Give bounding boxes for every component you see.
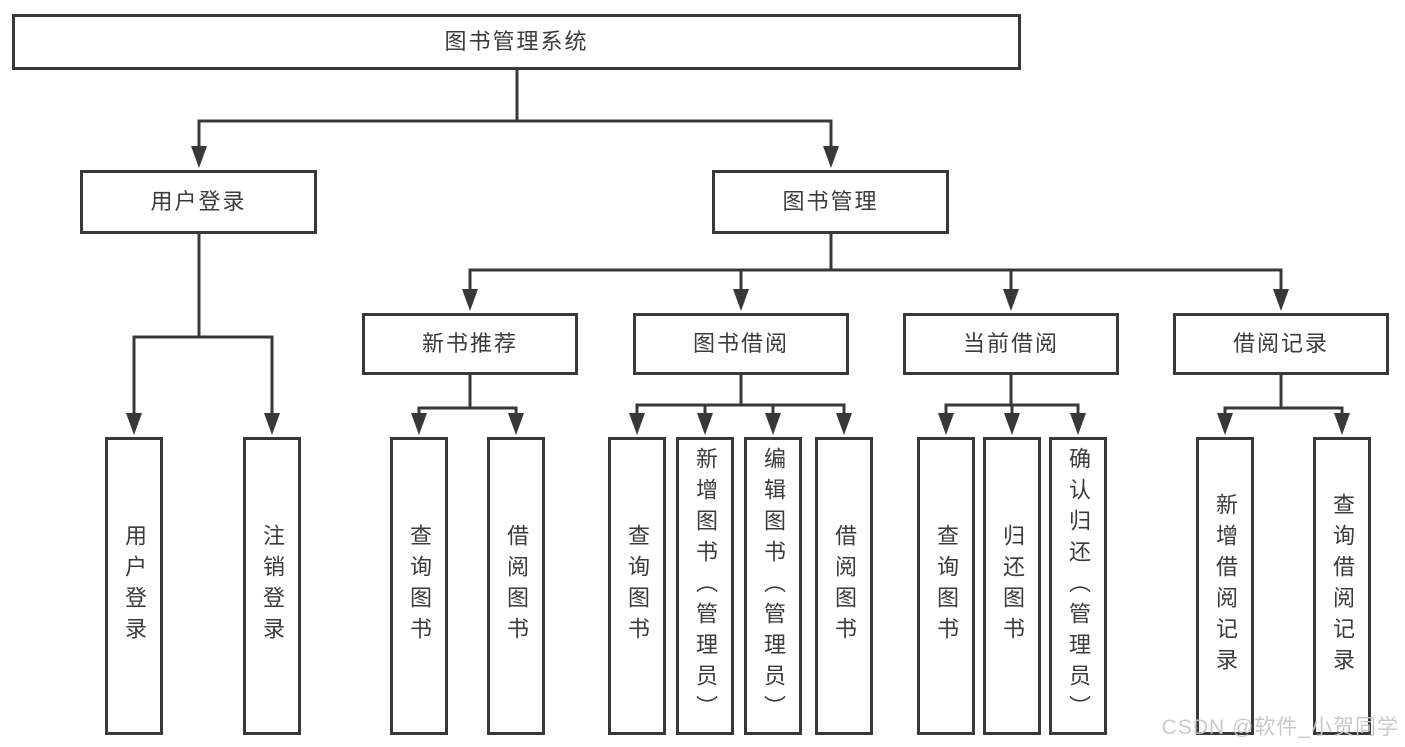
section-current-borrowing-label: 当前借阅 (962, 331, 1059, 356)
section-current-borrowing: 当前借阅 (903, 313, 1119, 375)
branch-book-management-label: 图书管理 (782, 189, 879, 214)
leaf-borrow-books-2-label: 借阅图书 (832, 524, 857, 648)
leaf-add-borrow-record: 新增借阅记录 (1196, 437, 1254, 735)
leaf-return-book: 归还图书 (983, 437, 1041, 735)
csdn-watermark: CSDN @软件_小贺同学 (1161, 716, 1399, 739)
section-new-book-recommend: 新书推荐 (362, 313, 578, 375)
leaf-borrow-books-1: 借阅图书 (487, 437, 545, 735)
leaf-query-books-1-label: 查询图书 (407, 524, 432, 648)
section-borrowing-records-label: 借阅记录 (1232, 331, 1329, 356)
section-book-borrowing-label: 图书借阅 (692, 331, 789, 356)
leaf-add-book-admin-label: 新增图书（管理员） (693, 446, 718, 726)
section-borrowing-records: 借阅记录 (1173, 313, 1389, 375)
leaf-add-borrow-record-label: 新增借阅记录 (1213, 493, 1238, 679)
leaf-query-books-3-label: 查询图书 (934, 524, 959, 648)
leaf-query-borrow-record-label: 查询借阅记录 (1330, 493, 1355, 679)
leaf-query-borrow-record: 查询借阅记录 (1313, 437, 1371, 735)
section-new-book-recommend-label: 新书推荐 (421, 331, 518, 356)
leaf-logout: 注销登录 (243, 437, 301, 735)
branch-user-login-label: 用户登录 (150, 189, 247, 214)
node-root-label: 图书管理系统 (444, 29, 589, 54)
leaf-borrow-books-2: 借阅图书 (815, 437, 873, 735)
leaf-query-books-3: 查询图书 (917, 437, 975, 735)
leaf-borrow-books-1-label: 借阅图书 (504, 524, 529, 648)
section-book-borrowing: 图书借阅 (633, 313, 849, 375)
leaf-edit-book-admin-label: 编辑图书（管理员） (761, 446, 786, 726)
leaf-edit-book-admin: 编辑图书（管理员） (744, 437, 802, 735)
branch-book-management: 图书管理 (712, 170, 949, 234)
leaf-query-books-2-label: 查询图书 (625, 524, 650, 648)
node-root: 图书管理系统 (12, 14, 1021, 70)
branch-user-login: 用户登录 (80, 170, 317, 234)
leaf-query-books-2: 查询图书 (608, 437, 666, 735)
leaf-logout-label: 注销登录 (260, 524, 285, 648)
leaf-user-login-label: 用户登录 (122, 524, 147, 648)
leaf-confirm-return-admin-label: 确认归还（管理员） (1066, 446, 1091, 726)
leaf-add-book-admin: 新增图书（管理员） (676, 437, 734, 735)
leaf-return-book-label: 归还图书 (1000, 524, 1025, 648)
leaf-confirm-return-admin: 确认归还（管理员） (1049, 437, 1107, 735)
leaf-query-books-1: 查询图书 (390, 437, 448, 735)
leaf-user-login: 用户登录 (105, 437, 163, 735)
